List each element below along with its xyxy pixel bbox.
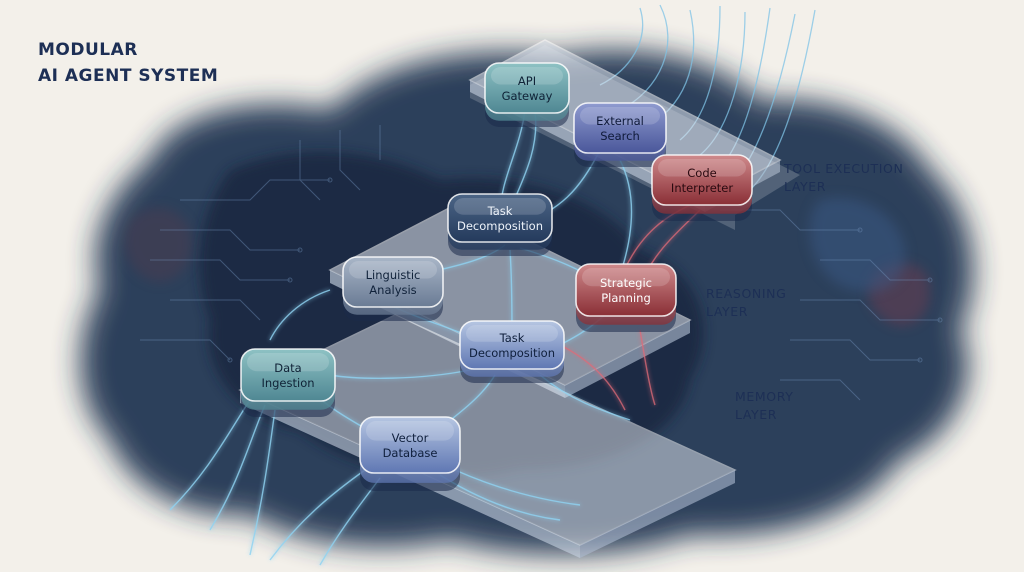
node-label-line-2: Interpreter	[671, 181, 733, 195]
node-label-line-2: Decomposition	[457, 219, 543, 233]
layer-label-tool-execution-line-1: TOOL EXECUTION	[784, 161, 904, 176]
node-top	[459, 320, 565, 370]
node-label-line-1: Vector	[392, 431, 429, 445]
title-line-2: AI AGENT SYSTEM	[38, 66, 219, 86]
layer-label-memory-line-2: LAYER	[735, 407, 778, 422]
node-sheen	[580, 107, 660, 125]
layer-label-reasoning: REASONING LAYER	[706, 285, 786, 321]
node-label-line-2: Ingestion	[261, 376, 314, 390]
node-label-line-1: Data	[274, 361, 301, 375]
title-line-1: MODULAR	[38, 40, 138, 60]
layer-label-tool-execution-line-2: LAYER	[784, 179, 827, 194]
nodes-layer: APIGatewayExternalSearchCodeInterpreterT…	[240, 62, 753, 491]
node-top	[651, 154, 753, 206]
node-sheen	[349, 261, 437, 279]
node-label-line-2: Database	[383, 446, 438, 460]
node-top	[240, 348, 336, 402]
node-label-line-1: Task	[499, 331, 525, 345]
node-label-line-2: Search	[600, 129, 640, 143]
node-sheen	[247, 353, 329, 372]
node-label-line-2: Decomposition	[469, 346, 555, 360]
node-top	[573, 102, 667, 154]
node-top	[575, 263, 677, 317]
node-label-line-1: Strategic	[600, 276, 652, 290]
node-sheen	[466, 325, 558, 342]
node-sheen	[454, 198, 546, 215]
layer-label-reasoning-line-1: REASONING	[706, 286, 787, 301]
node-sheen	[491, 67, 563, 85]
node-label-line-1: Task	[487, 204, 513, 218]
node-label-line-1: Linguistic	[366, 268, 421, 282]
node-label-line-1: API	[518, 74, 536, 88]
node-top	[359, 416, 461, 474]
circuit-traces	[140, 125, 943, 401]
layer-label-tool-execution: TOOL EXECUTION LAYER	[784, 160, 903, 196]
node-sheen	[658, 159, 746, 177]
node-label-line-2: Gateway	[502, 89, 553, 103]
layer-label-memory-line-1: MEMORY	[735, 389, 794, 404]
node-top	[447, 193, 553, 243]
node-label-line-2: Analysis	[369, 283, 416, 297]
node-sheen	[366, 421, 454, 441]
node-label-line-2: Planning	[601, 291, 651, 305]
layer-label-reasoning-line-2: LAYER	[706, 304, 749, 319]
node-label-line-1: Code	[687, 166, 716, 180]
diagram-title: MODULAR AI AGENT SYSTEM	[38, 37, 218, 89]
node-sheen	[582, 268, 670, 287]
layer-label-memory: MEMORY LAYER	[735, 388, 793, 424]
node-top	[342, 256, 444, 308]
node-label-line-1: External	[596, 114, 644, 128]
node-top	[484, 62, 570, 114]
